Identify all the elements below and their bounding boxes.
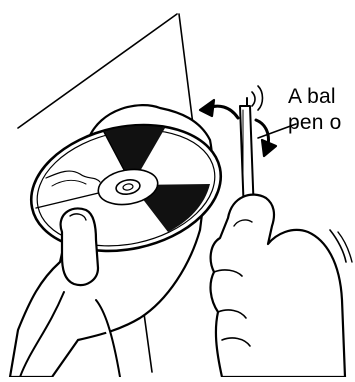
callout-text-line2: pen o xyxy=(288,112,342,133)
right-hand-icon xyxy=(211,195,352,377)
motion-marks xyxy=(252,86,263,110)
callout-text-line1: A bal xyxy=(288,86,336,107)
